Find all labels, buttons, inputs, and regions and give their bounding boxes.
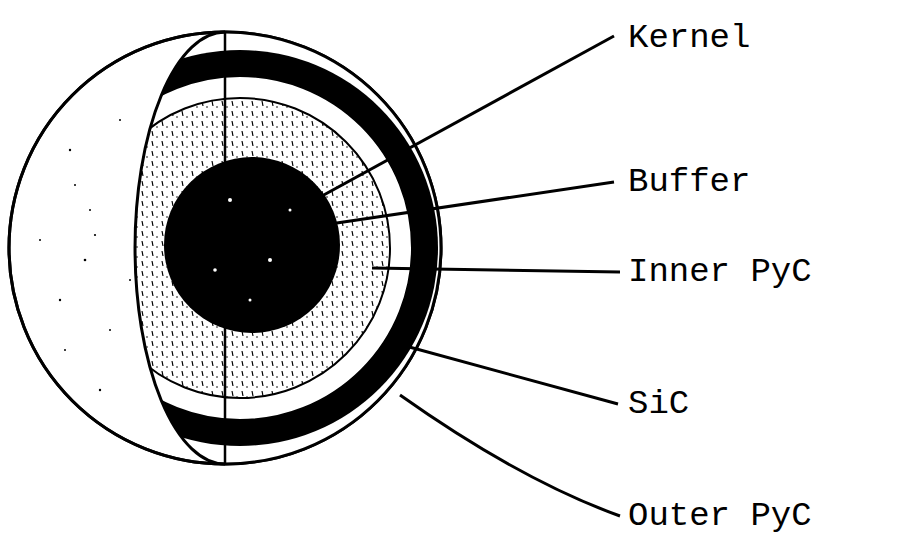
part-label: SiC (628, 387, 689, 421)
part-label: Buffer (628, 165, 750, 199)
part-label: Outer PyC (628, 499, 812, 533)
inner-pyc-layer (68, 76, 412, 420)
cut-edge (135, 32, 225, 464)
sic-layer (42, 50, 438, 446)
layer-cutaway (10, 18, 470, 478)
leader-lines (300, 36, 620, 516)
kernel (164, 157, 340, 333)
part-label: Kernel (628, 21, 750, 55)
part-label: Inner PyC (628, 255, 812, 289)
cut-plane (224, 32, 227, 464)
surface-stipple (39, 119, 131, 391)
